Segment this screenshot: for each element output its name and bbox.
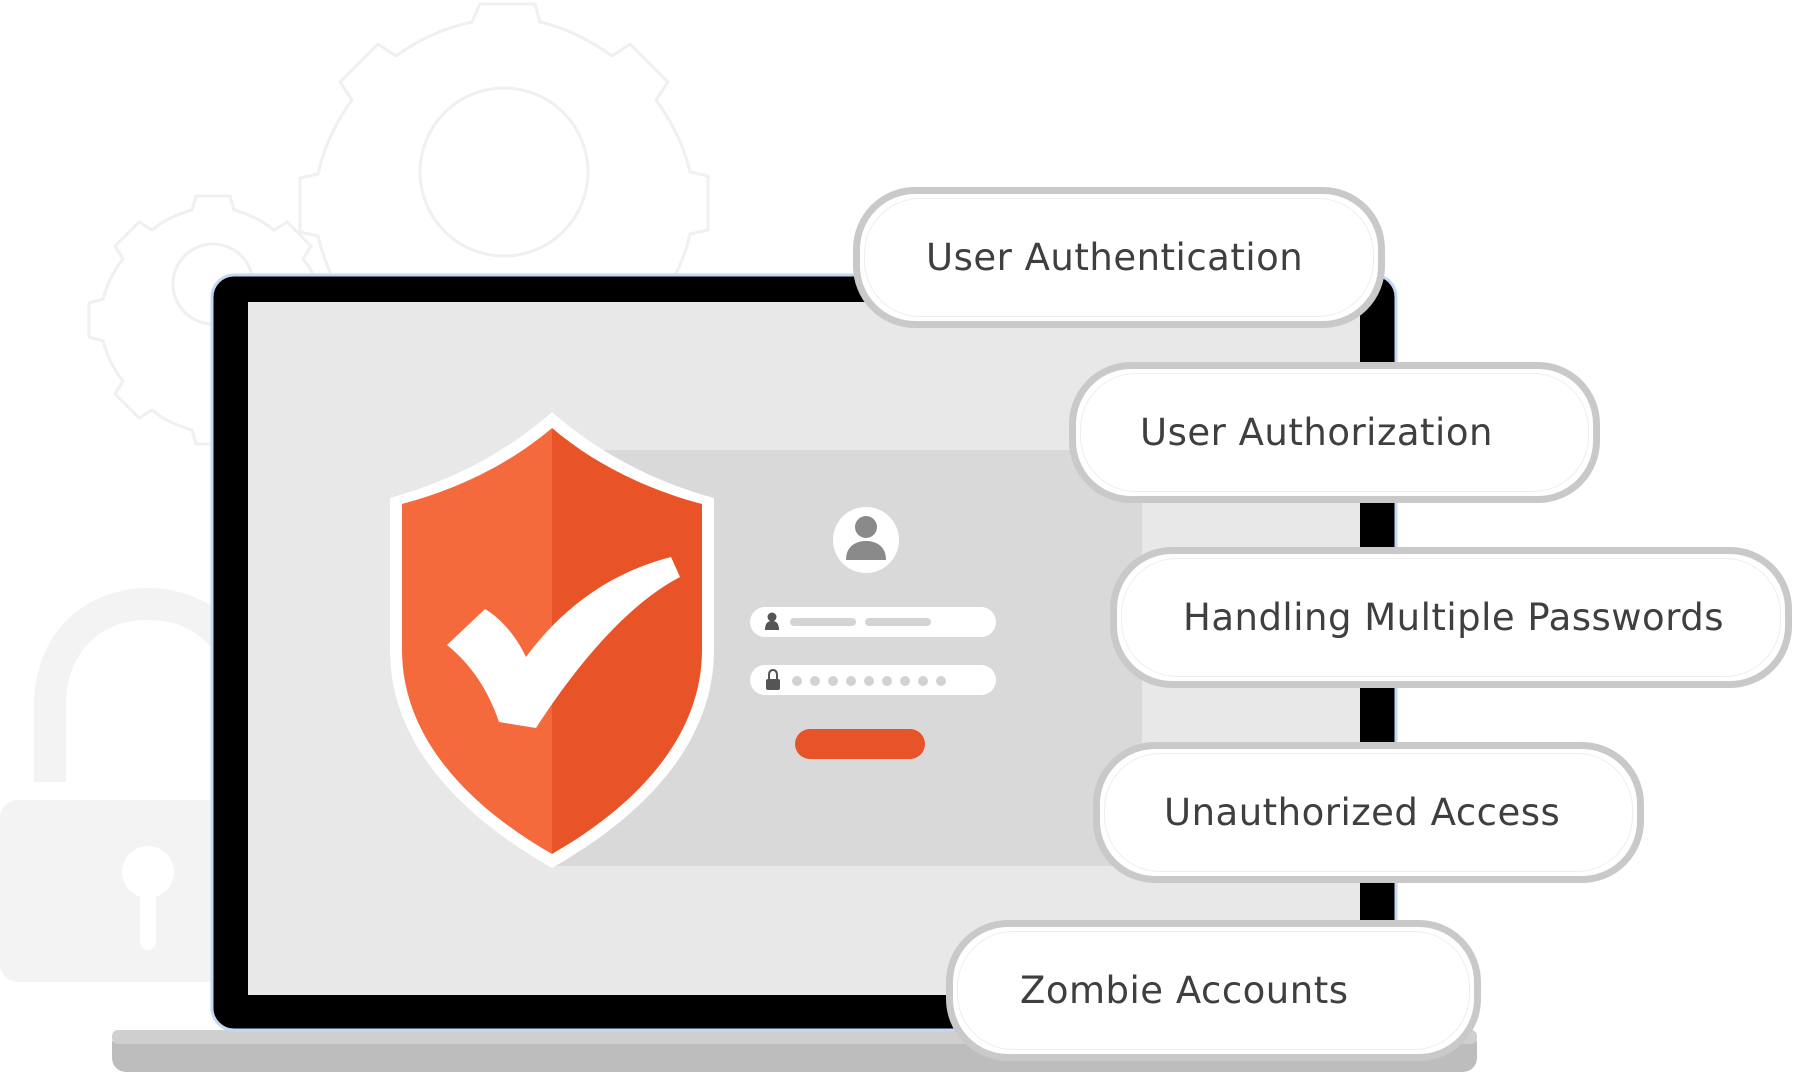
feature-label: User Authentication — [926, 236, 1304, 279]
feature-zombie-accounts: Zombie Accounts — [946, 920, 1481, 1061]
feature-user-authorization: User Authorization — [1069, 362, 1600, 503]
lock-icon — [766, 669, 780, 690]
feature-label: Handling Multiple Passwords — [1183, 596, 1725, 639]
feature-unauthorized-access: Unauthorized Access — [1093, 742, 1644, 883]
shield-check-icon — [390, 412, 714, 868]
feature-label: Zombie Accounts — [1020, 969, 1349, 1012]
login-submit-bar — [795, 729, 925, 759]
feature-label: Unauthorized Access — [1164, 791, 1561, 834]
feature-label: User Authorization — [1140, 411, 1493, 454]
user-icon — [765, 612, 779, 630]
feature-user-authentication: User Authentication — [853, 187, 1385, 328]
feature-handling-multiple-passwords: Handling Multiple Passwords — [1110, 547, 1792, 688]
